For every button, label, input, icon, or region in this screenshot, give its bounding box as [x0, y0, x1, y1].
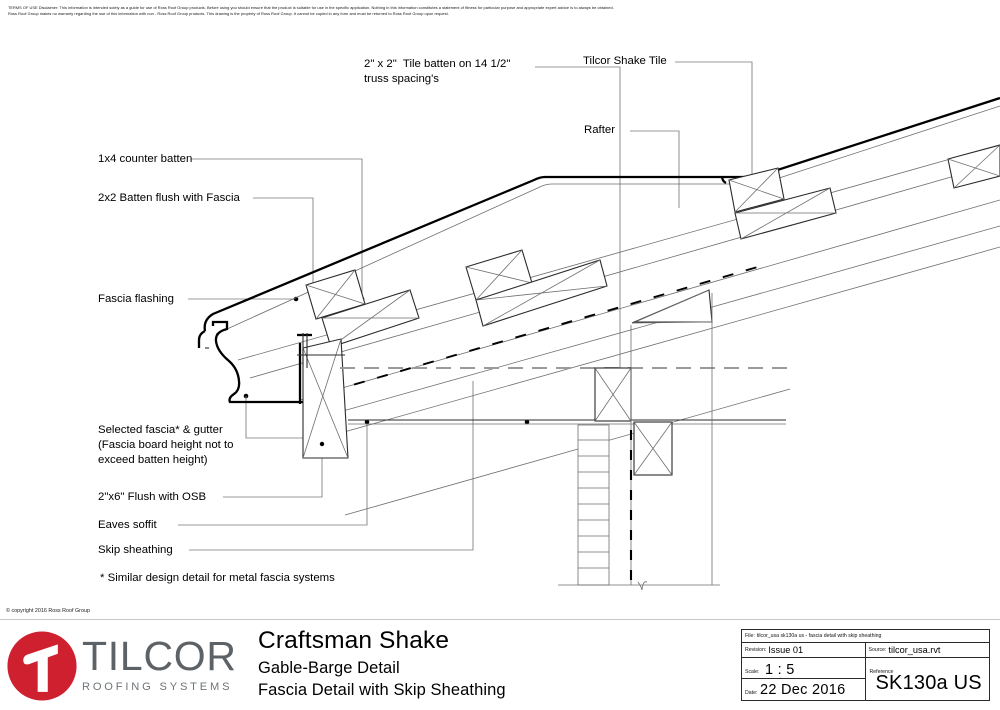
disclaimer-line-1: TERMS OF USE Disclaimer: This informatio… [8, 5, 614, 10]
annotation-selected-fascia-gutter: Selected fascia* & gutter (Fascia board … [98, 424, 234, 466]
annotation-counter-batten: 1x4 counter batten [98, 153, 193, 165]
title-block-inner-divider [742, 678, 865, 679]
title-block-row-file: File: tilcor_usa sk130a us - fascia deta… [742, 630, 989, 643]
title-block-cell-revision: Revision: Issue 01 [742, 643, 866, 657]
batten-block [475, 259, 608, 327]
annotation-eaves-soffit: Eaves soffit [98, 519, 157, 531]
leader-dot [310, 284, 316, 290]
revision-label: Revision: [745, 647, 767, 653]
logo-brand-text: TILCOR [82, 633, 237, 679]
wall-framing [558, 289, 720, 591]
sheet-title-sub-2: Fascia Detail with Skip Sheathing [258, 680, 506, 699]
sheet-title-main: Craftsman Shake [258, 627, 450, 654]
batten-block [465, 249, 533, 301]
title-block: File: tilcor_usa sk130a us - fascia deta… [741, 629, 990, 701]
leader-dot [749, 174, 755, 180]
annotation-rafter: Rafter [584, 124, 616, 136]
revision-value: Issue 01 [768, 645, 804, 655]
top-plate-block [631, 289, 713, 324]
annotation-skip-sheathing: Skip sheathing [98, 544, 173, 556]
leader-dot [359, 296, 365, 302]
reference-value: SK130a US [875, 672, 982, 694]
title-block-cell-source: Source: tilcor_usa.rvt [866, 643, 990, 657]
tilcor-logo-mark [7, 631, 77, 701]
footer-divider [0, 619, 1000, 620]
batten-block [734, 187, 837, 240]
batten-block [321, 289, 420, 348]
batten-block [947, 144, 1000, 189]
roof-assembly [197, 96, 1000, 516]
source-label: Source: [868, 647, 887, 653]
source-value: tilcor_usa.rvt [888, 645, 941, 655]
fascia-gutter-assembly [211, 320, 790, 459]
leader-dot [617, 374, 623, 380]
file-value: tilcor_usa sk130a us - fascia detail wit… [756, 633, 882, 639]
annotation-tile-batten: 2" x 2" Tile batten on 14 1/2" truss spa… [364, 58, 511, 85]
title-block-left-column: Scale: 1 : 5 Date: 22 Dec 2016 [742, 658, 866, 700]
scale-value: 1 : 5 [765, 662, 795, 678]
tilcor-logo-wordmark: TILCOR ROOFING SYSTEMS [82, 636, 258, 693]
leader-dot [364, 419, 370, 425]
logo-tagline-text: ROOFING SYSTEMS [82, 681, 233, 693]
title-block-cell-file: File: tilcor_usa sk130a us - fascia deta… [742, 630, 989, 642]
title-block-right-column: Reference SK130a US [866, 658, 990, 700]
file-label: File: [745, 633, 755, 639]
terms-of-use-disclaimer: TERMS OF USE Disclaimer: This informatio… [8, 5, 738, 17]
sheet-title-group: Craftsman Shake Gable-Barge Detail Fasci… [258, 627, 728, 701]
copyright-notice: © copyright 2016 Ross Roof Group [6, 608, 90, 614]
batten-block [305, 269, 366, 320]
fascia-board [302, 338, 349, 459]
leader-dot [293, 296, 299, 302]
leader-dot [243, 393, 249, 399]
sheet-title-sub-1: Gable-Barge Detail [258, 659, 400, 678]
date-label: Date: [745, 690, 758, 696]
tilcor-logo: TILCOR ROOFING SYSTEMS [4, 626, 256, 708]
disclaimer-line-2: Ross Roof Group makes no warranty regard… [8, 11, 449, 17]
masonry-wall [577, 424, 610, 586]
annotation-fascia-flashing: Fascia flashing [98, 293, 174, 305]
leader-dot [319, 441, 325, 447]
stud-block [594, 367, 632, 422]
title-block-row-scale-reference: Scale: 1 : 5 Date: 22 Dec 2016 Refe [742, 658, 989, 700]
leader-dot [524, 419, 530, 425]
leader-lines [178, 61, 755, 551]
date-value: 22 Dec 2016 [760, 682, 846, 698]
reference-label: Reference [869, 669, 894, 675]
annotation-footnote: * Similar design detail for metal fascia… [100, 572, 335, 584]
scale-label: Scale: [745, 669, 760, 675]
batten-block [728, 167, 785, 213]
annotation-batten-flush-fascia: 2x2 Batten flush with Fascia [98, 192, 240, 204]
annotation-flush-with-osb: 2"x6" Flush with OSB [98, 491, 207, 503]
title-block-row-revision: Revision: Issue 01 Source: tilcor_usa.rv… [742, 643, 989, 658]
stud-block [633, 421, 673, 476]
annotation-shake-tile: Tilcor Shake Tile [583, 55, 667, 67]
